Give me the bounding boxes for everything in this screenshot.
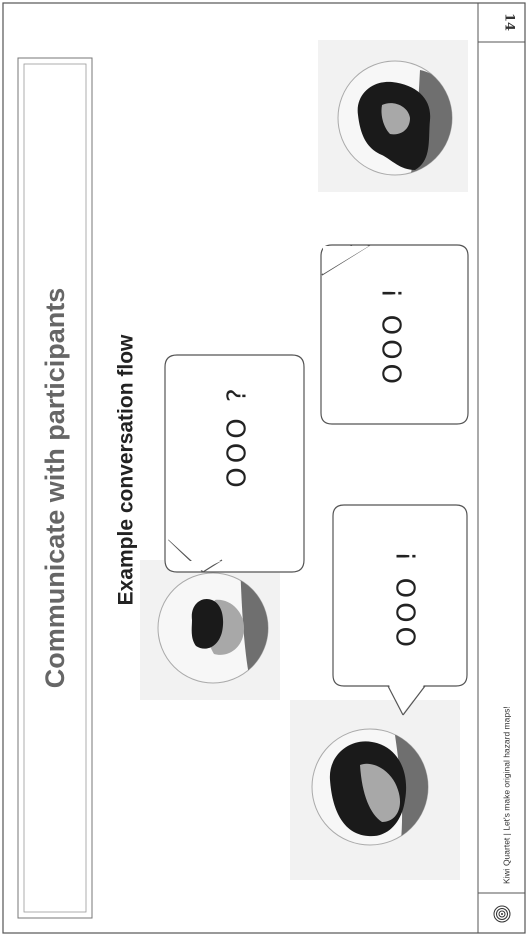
- page-number: 14: [502, 13, 517, 31]
- avatar-person-right-top: [318, 40, 468, 192]
- title-box-outer: [17, 57, 93, 919]
- avatar-person-center: [140, 560, 280, 700]
- footer-text: Kiwi Quartet | Let's make original hazar…: [501, 706, 511, 884]
- bubble-2-text: OOO ?: [223, 384, 253, 487]
- kiwi-quartet-logo-icon: [493, 905, 511, 923]
- avatar-person-left-bottom: [290, 700, 460, 880]
- title-box-inner: [23, 63, 87, 913]
- speech-bubble-2: OOO ?: [164, 354, 305, 573]
- bubble-1-text: OOO !: [379, 284, 409, 384]
- speech-bubble-3: OOO !: [332, 504, 468, 716]
- page-title: Communicate with participants: [40, 288, 70, 689]
- bubble-3-text: OOO !: [393, 547, 423, 647]
- speech-bubble-1: OOO !: [320, 244, 469, 425]
- subtitle: Example conversation flow: [115, 334, 138, 605]
